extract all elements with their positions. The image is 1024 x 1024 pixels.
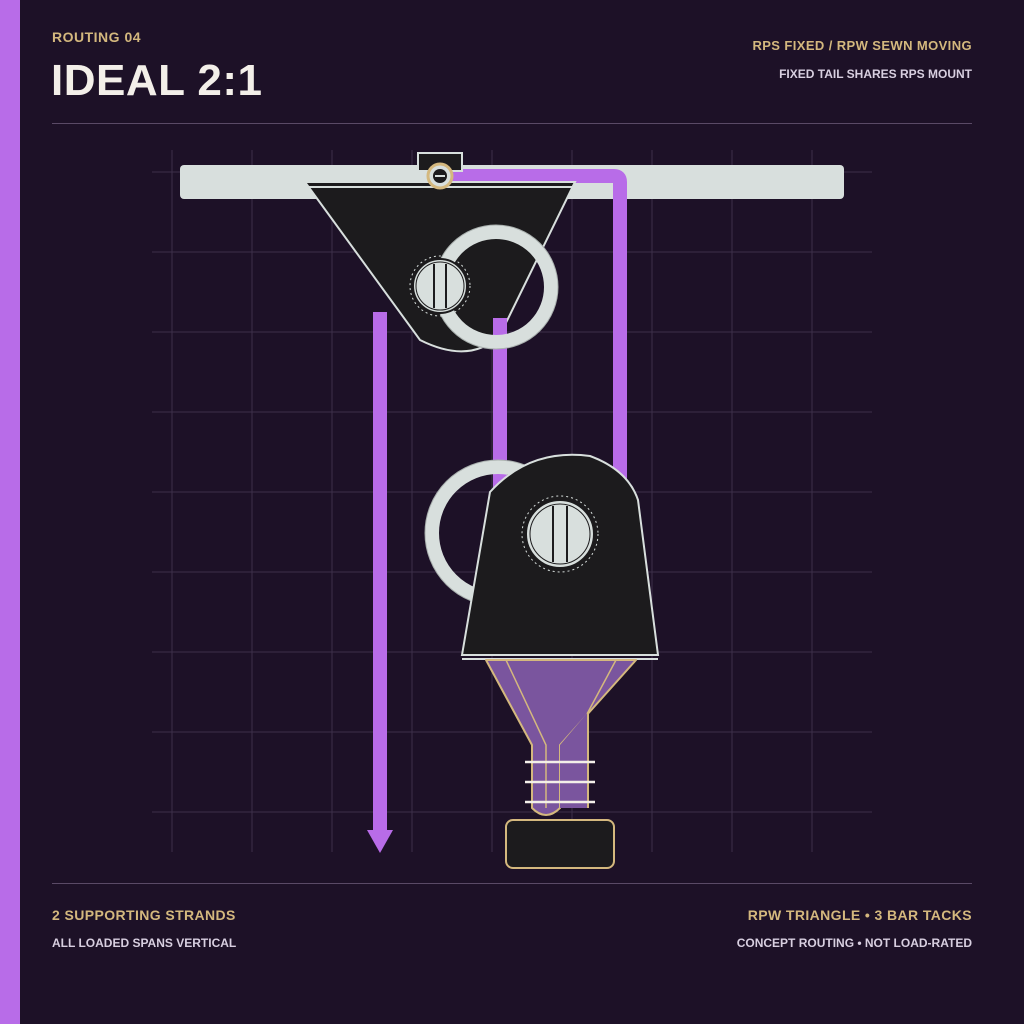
load-block <box>505 819 615 869</box>
bar-tacks <box>525 760 595 804</box>
anchor-bolt-icon <box>426 162 454 190</box>
pull-arrow-icon <box>367 830 393 853</box>
rope-fixed-tail-strand <box>440 169 627 520</box>
routing-kicker: ROUTING 04 <box>52 29 142 45</box>
page-title: IDEAL 2:1 <box>51 56 263 105</box>
header-divider <box>52 123 972 124</box>
footer-divider <box>52 883 972 884</box>
disclaimer-note: CONCEPT ROUTING • NOT LOAD-RATED <box>736 936 972 950</box>
sling-spec-label: RPW TRIANGLE • 3 BAR TACKS <box>747 907 972 923</box>
fixed-pulley-axle-icon <box>409 255 471 317</box>
moving-pulley-axle-icon <box>521 495 599 573</box>
span-note: ALL LOADED SPANS VERTICAL <box>52 936 237 950</box>
accent-bar <box>0 0 20 1024</box>
config-note: RPS FIXED / RPW SEWN MOVING <box>752 38 972 53</box>
strand-count-label: 2 SUPPORTING STRANDS <box>52 907 236 923</box>
mount-note: FIXED TAIL SHARES RPS MOUNT <box>779 67 972 81</box>
sewn-triangle-sling <box>485 659 637 816</box>
